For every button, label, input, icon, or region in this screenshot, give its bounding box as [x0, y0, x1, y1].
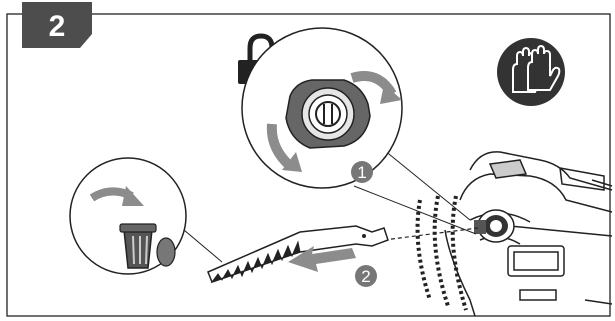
- protective-gloves-icon: [497, 38, 565, 106]
- step-badge: 2: [22, 2, 92, 48]
- callout-badge-2: 2: [355, 265, 377, 287]
- saw-grip-bands: [418, 196, 466, 310]
- zoom-connector: [384, 150, 470, 220]
- insertion-guide-line: [384, 228, 478, 240]
- callout-number-2: 2: [361, 267, 370, 286]
- step-number: 2: [49, 10, 66, 43]
- blade-clamp: [474, 210, 514, 242]
- callout-badge-1: 1: [351, 161, 373, 183]
- saw-body: [445, 152, 612, 316]
- clamp-zoom-circle: [242, 28, 402, 188]
- dispose-circle: [70, 158, 186, 274]
- callout-number-1: 1: [357, 163, 366, 182]
- trash-connector: [184, 230, 222, 262]
